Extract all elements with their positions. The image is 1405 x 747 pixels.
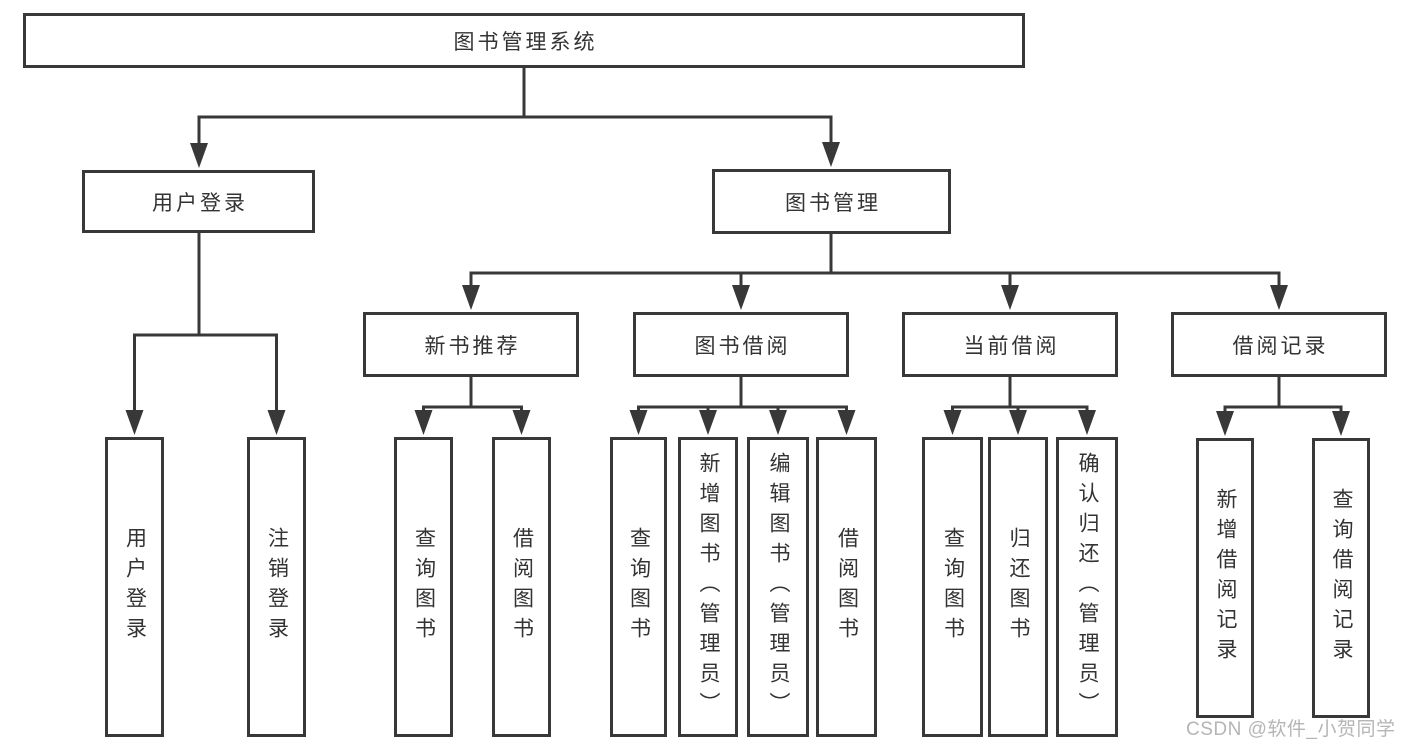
leaf-add-books-admin: 新增图书（管理员） xyxy=(678,437,738,737)
node-book-management-module: 图书管理 xyxy=(712,169,951,234)
leaf-edit-books-admin: 编辑图书（管理员） xyxy=(747,437,809,737)
leaf-query-books-borrowing: 查询图书 xyxy=(610,437,667,737)
leaf-borrow-books-recommend: 借阅图书 xyxy=(492,437,551,737)
node-book-borrowing: 图书借阅 xyxy=(633,312,849,377)
leaf-query-books-recommend: 查询图书 xyxy=(394,437,453,737)
leaf-logout: 注销登录 xyxy=(247,437,306,737)
arrowheads xyxy=(125,142,1350,436)
leaf-query-books-current: 查询图书 xyxy=(922,437,983,737)
leaf-query-borrow-record: 查询借阅记录 xyxy=(1312,438,1370,718)
node-new-book-recommend: 新书推荐 xyxy=(363,312,579,377)
leaf-return-books: 归还图书 xyxy=(988,437,1048,737)
node-root-library-system: 图书管理系统 xyxy=(23,13,1025,68)
leaf-confirm-return-admin: 确认归还（管理员） xyxy=(1056,437,1118,737)
leaf-borrow-books: 借阅图书 xyxy=(816,437,877,737)
node-current-borrowing: 当前借阅 xyxy=(902,312,1118,377)
leaf-add-borrow-record: 新增借阅记录 xyxy=(1196,438,1254,718)
node-user-login-module: 用户登录 xyxy=(82,170,315,233)
node-borrowing-records: 借阅记录 xyxy=(1171,312,1387,377)
leaf-user-login: 用户登录 xyxy=(105,437,164,737)
